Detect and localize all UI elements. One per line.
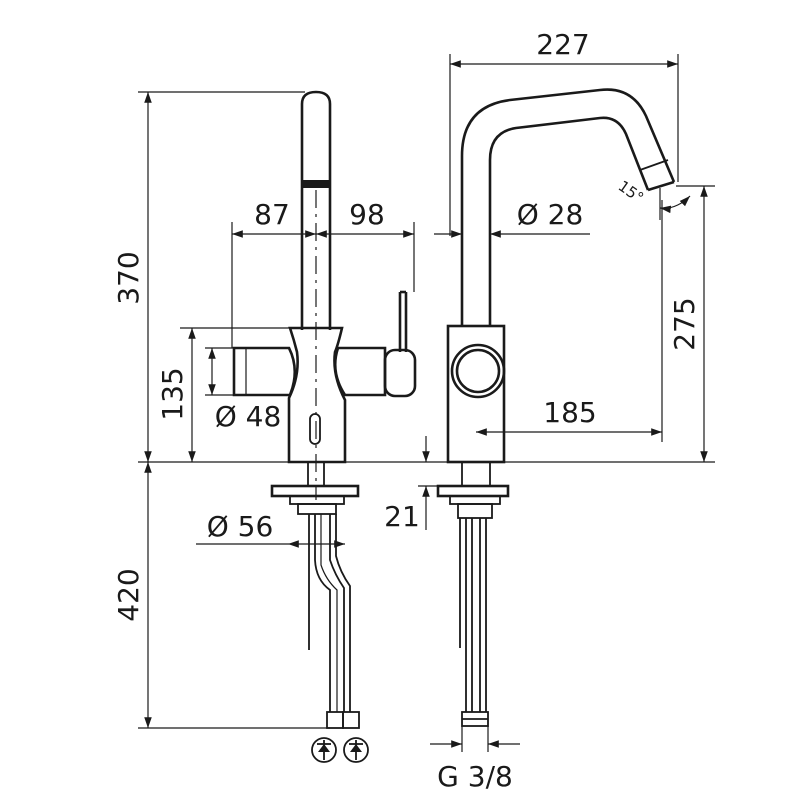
side-view [436,88,676,727]
dim-left-offset: 87 [254,198,290,231]
spout-ring [639,159,669,171]
gooseneck-spout-inner [488,116,650,326]
dim-spout-reach: 185 [543,396,596,429]
dim-base-diameter: Ø 56 [207,510,274,543]
hose-inner [320,514,338,712]
dim-mount-thickness: 21 [384,500,420,533]
left-handle [232,346,297,397]
dim-spout-height: 275 [668,297,701,350]
check-valve-icon [343,737,369,763]
lever-knob [383,348,417,398]
dim-connector-thread: G 3/8 [437,760,513,793]
front-view [232,90,417,763]
aerator-ring [302,180,330,188]
side-handle-inner [455,348,501,394]
dim-right-offset: 98 [349,198,385,231]
sensor-slot [309,413,321,445]
check-valve-icon [311,737,337,763]
side-mount-plate [436,484,510,498]
mount-nut [297,503,337,515]
spout-tube [300,90,332,330]
dim-body-height: 135 [156,367,189,420]
dim-total-height: 370 [112,251,145,304]
gooseneck-spout [460,88,676,326]
dim-below-counter: 420 [112,568,145,621]
side-view-dimensions [418,54,715,752]
dim-reach: 227 [536,28,589,61]
mount-plate [270,484,360,498]
hose-right [329,514,351,712]
hose-left [308,514,331,712]
side-mount-nut [457,503,493,519]
connector-left [326,711,344,729]
right-lever [333,346,387,397]
dim-spout-diameter: Ø 28 [517,198,584,231]
side-hoses [459,518,487,712]
connector-right [342,711,360,729]
side-handle [450,343,506,399]
spout-tip [647,180,675,192]
dim-spout-angle: 15° [615,177,647,207]
side-body [446,324,506,464]
dim-body-diameter: Ø 48 [215,400,282,433]
